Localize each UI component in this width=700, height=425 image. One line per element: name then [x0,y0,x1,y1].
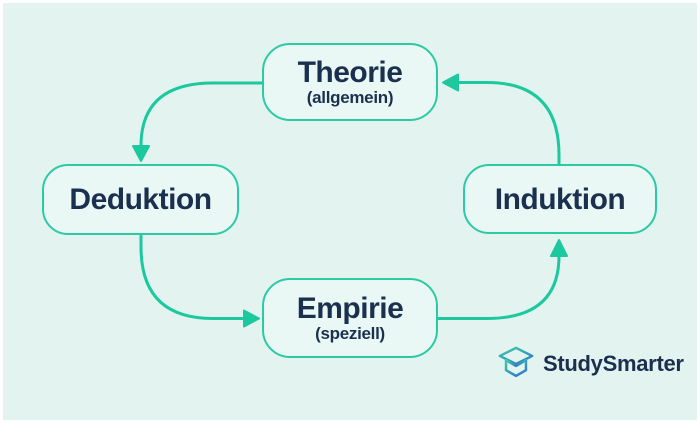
studysmarter-logo: StudySmarter [497,345,684,383]
node-deduktion-title: Deduktion [69,183,212,216]
studysmarter-logo-text: StudySmarter [543,351,684,376]
node-theorie-subtitle: (allgemein) [306,88,394,107]
node-empirie-title: Empirie [296,292,404,325]
node-induktion-title: Induktion [494,182,626,216]
node-theorie-title: Theorie [297,56,403,89]
node-theorie: Theorie (allgemein) [262,43,438,121]
studysmarter-logo-icon [498,346,534,378]
node-induktion: Induktion [463,164,657,234]
node-deduktion: Deduktion [42,164,239,235]
node-empirie: Empirie (speziell) [262,278,438,358]
node-empirie-subtitle: (speziell) [315,324,385,343]
